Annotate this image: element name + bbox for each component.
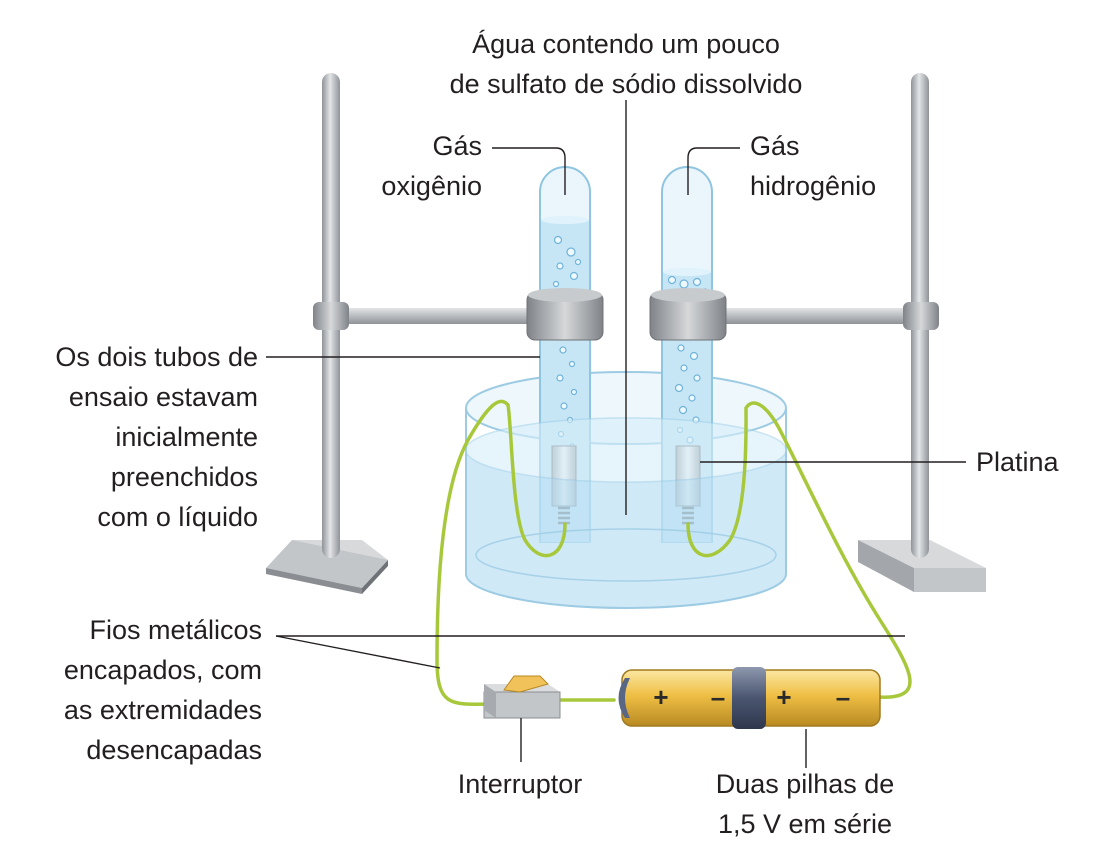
batteries-label: Duas pilhas de 1,5 V em série — [680, 764, 930, 844]
cell2-minus-symbol: – — [836, 682, 850, 712]
right-tube-clamp — [649, 288, 727, 341]
battery-positive-terminal — [618, 678, 630, 718]
platinum-label-text: Platina — [976, 447, 1059, 477]
hydrogen-label-line-2: hidrogênio — [750, 171, 877, 201]
batteries-label-line-1: Duas pilhas de — [715, 769, 895, 799]
wires-label-line-3: as extremidades — [63, 695, 262, 725]
wires-label-line-2: encapados, com — [63, 655, 262, 685]
batteries-label-line-2: 1,5 V em série — [717, 809, 893, 839]
hydrogen-label-line-1: Gás — [750, 131, 800, 161]
oxygen-label-line-2: oxigênio — [381, 171, 482, 201]
left-clamp-bar — [330, 308, 535, 324]
left-stand-base-face — [266, 540, 388, 588]
cell2-plus-symbol: + — [776, 682, 791, 712]
battery-joint — [732, 667, 766, 729]
wire-right — [686, 401, 912, 699]
tubes-label-line-1: Os dois tubos de — [55, 342, 258, 372]
tubes-label-line-4: preenchidos — [110, 462, 258, 492]
right-bosshead — [903, 302, 939, 330]
water-label: Água contendo um pouco de sulfato de sód… — [416, 24, 836, 104]
wire-left — [435, 399, 567, 706]
batteries: + – + – — [618, 667, 881, 729]
interruptor-switch — [483, 675, 561, 719]
oxygen-label: Gás oxigênio — [340, 126, 482, 206]
cell1-minus-symbol: – — [711, 682, 725, 712]
wires-label-line-1: Fios metálicos — [89, 615, 262, 645]
leader-wires-a — [275, 635, 441, 669]
leader-hydrogen — [687, 147, 740, 195]
switch-label-text: Interruptor — [457, 769, 583, 799]
water-label-line-1: Água contendo um pouco — [472, 29, 780, 59]
left-bosshead — [313, 302, 349, 330]
right-stand-base-face — [914, 568, 986, 592]
switch-label: Interruptor — [420, 764, 620, 804]
tubes-label: Os dois tubos de ensaio estavam inicialm… — [0, 337, 258, 537]
hydrogen-label: Gás hidrogênio — [750, 126, 950, 206]
water-label-line-2: de sulfato de sódio dissolvido — [449, 69, 803, 99]
right-clamp-bar — [720, 308, 920, 324]
left-tube-clamp — [526, 288, 604, 341]
tubes-label-line-5: com o líquido — [97, 502, 258, 532]
platinum-label: Platina — [976, 442, 1096, 482]
leader-lines — [266, 100, 966, 768]
wires — [435, 399, 912, 706]
cell1-plus-symbol: + — [653, 682, 668, 712]
wires-label: Fios metálicos encapados, com as extremi… — [0, 610, 262, 770]
oxygen-bubbles — [552, 235, 582, 449]
tubes-label-line-2: ensaio estavam — [68, 382, 258, 412]
oxygen-label-line-1: Gás — [432, 131, 482, 161]
leader-oxygen — [492, 147, 566, 195]
tubes-label-line-3: inicialmente — [115, 422, 258, 452]
wires-label-line-4: desencapadas — [86, 735, 262, 765]
